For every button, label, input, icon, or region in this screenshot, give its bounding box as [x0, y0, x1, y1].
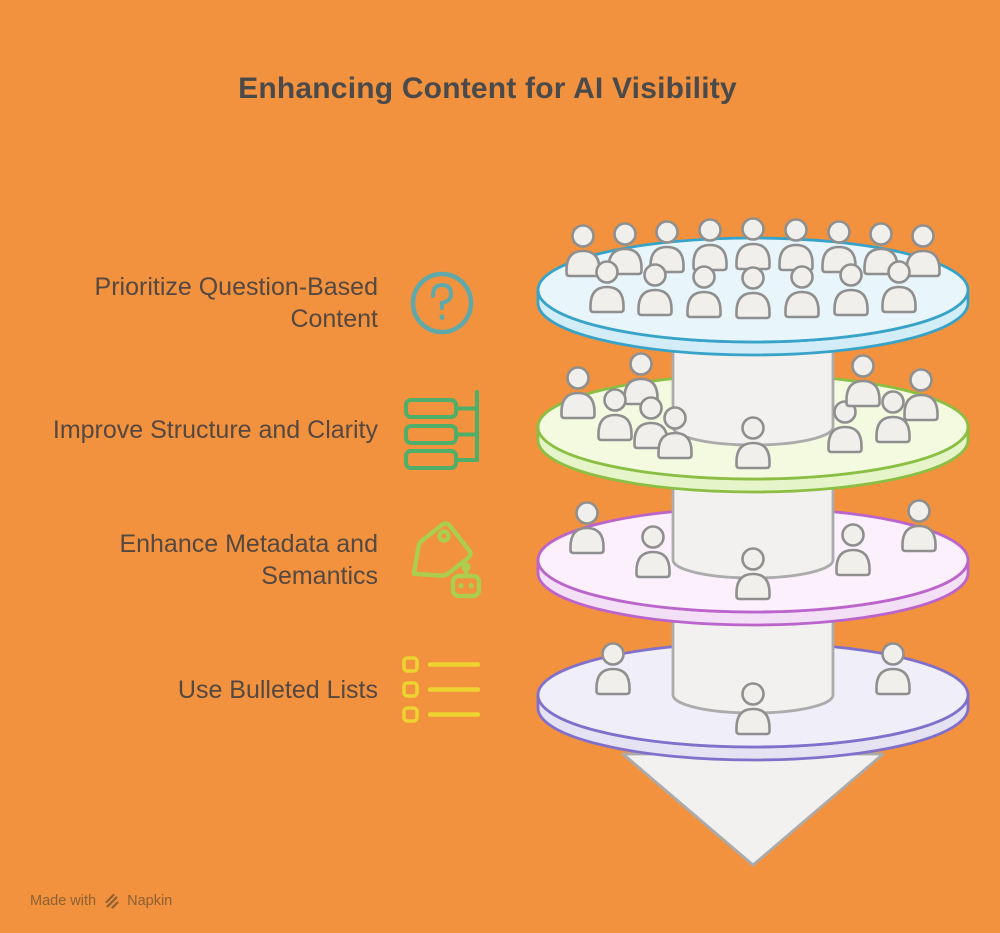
question-circle-icon-svg — [410, 271, 474, 335]
item-label: Prioritize Question-Based Content — [94, 272, 378, 334]
list-item-metadata-semantics: Enhance Metadata and Semantics — [30, 512, 490, 608]
list-item-bulleted-lists: Use Bulleted Lists — [30, 642, 490, 738]
people-group — [565, 217, 941, 320]
brand-name: Napkin — [127, 892, 173, 909]
item-label: Enhance Metadata and Semantics — [119, 529, 378, 591]
person-icon — [565, 224, 601, 278]
list-item-structure-clarity: Improve Structure and Clarity — [30, 382, 490, 478]
napkin-logo-icon — [105, 893, 119, 909]
napkin-credit: Made with Napkin — [30, 892, 172, 909]
bulleted-list-icon — [394, 654, 490, 726]
bulleted-list-icon-svg — [402, 656, 481, 723]
funnel-diagram — [536, 217, 970, 867]
ai-tag-icon — [394, 514, 490, 606]
funnel-audience-layer-1 — [536, 217, 970, 357]
person-icon — [905, 224, 941, 278]
outline-structure-icon — [394, 387, 490, 473]
item-label: Use Bulleted Lists — [177, 675, 378, 704]
outline-structure-icon-svg — [404, 390, 479, 470]
page-title: Enhancing Content for AI Visibility — [238, 72, 737, 105]
list-item-question-content: Prioritize Question-Based Content — [30, 255, 490, 351]
question-circle-icon — [394, 270, 490, 336]
made-with-text: Made with — [30, 892, 97, 909]
item-label: Improve Structure and Clarity — [52, 415, 378, 444]
ai-tag-icon-svg — [411, 521, 482, 599]
